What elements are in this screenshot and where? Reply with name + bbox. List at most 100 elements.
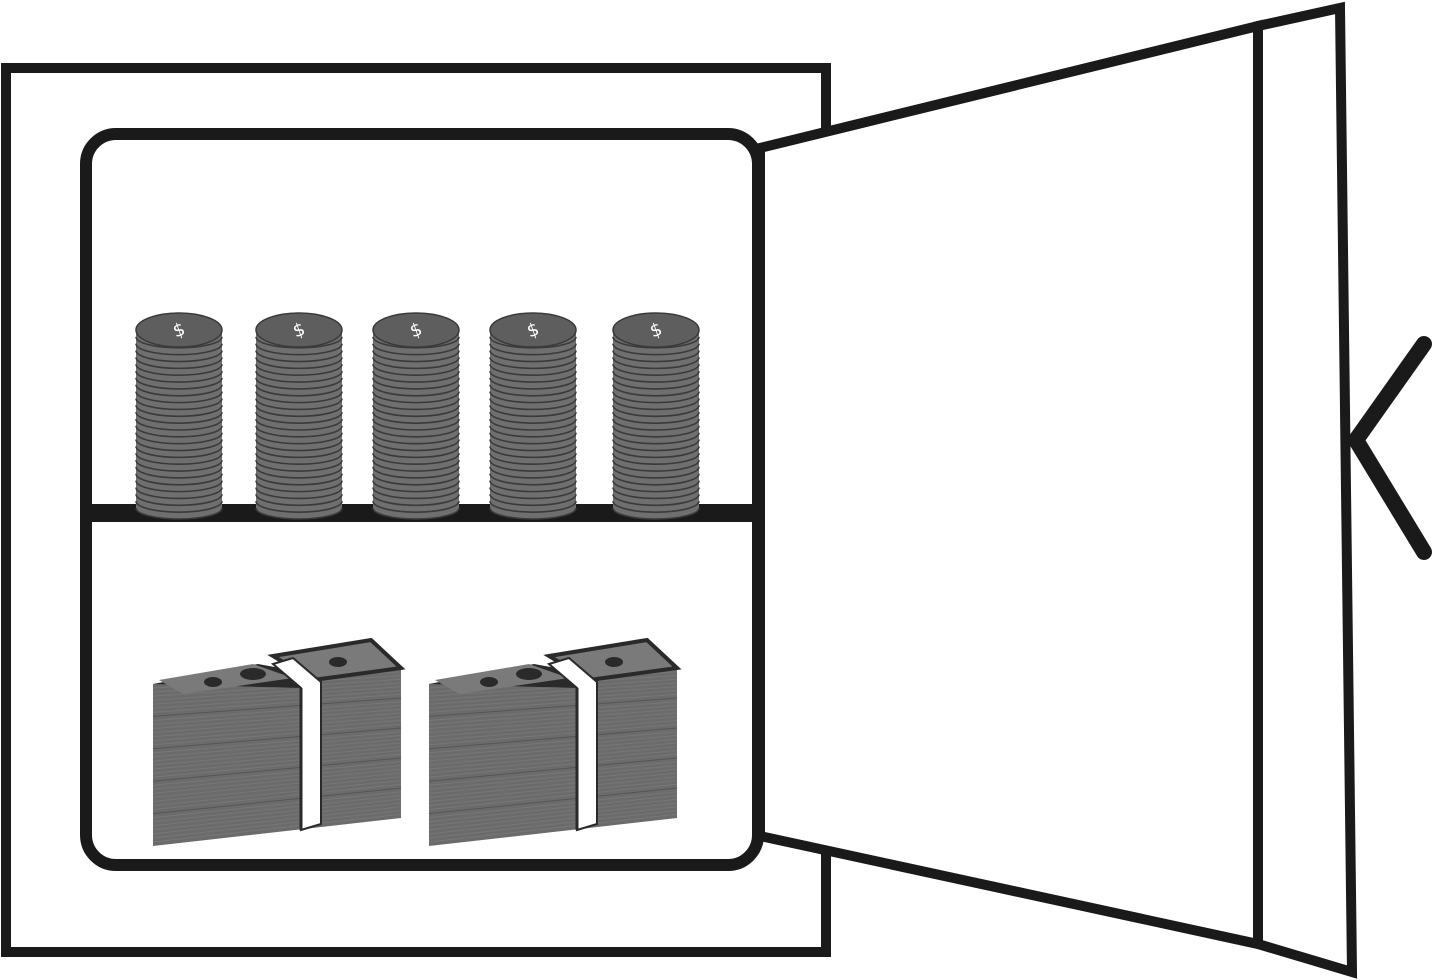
coin-stacks: $$$$$ (135, 312, 700, 520)
coin-edge-line (489, 343, 577, 356)
coin-edge-line (489, 500, 577, 513)
coin-edge-line (372, 350, 460, 363)
bill-edge-line (428, 776, 678, 802)
bill-edge-line (152, 731, 402, 754)
coin-stack: $ (612, 312, 700, 520)
bill-edge-line (152, 690, 402, 709)
coin-edge-line (255, 500, 343, 513)
bill-edge-line (152, 712, 402, 734)
bill-edge-line (428, 705, 678, 725)
coin-edge-line (135, 432, 223, 445)
bill-edge-line (152, 727, 402, 750)
coin-edge-line (612, 377, 700, 390)
coin-edge-line (372, 391, 460, 404)
bill-edge-line (428, 690, 678, 709)
bill-seal (204, 677, 222, 687)
coin-edge-line (135, 391, 223, 404)
bill-edge-line (428, 783, 678, 811)
coin-stack-base (256, 497, 342, 519)
safe-door[interactable] (755, 1, 1432, 979)
bill-edge-line (428, 738, 678, 762)
coin-edge-line (372, 480, 460, 493)
bill-edge-line (428, 772, 678, 798)
coin-edge-line (372, 336, 460, 349)
coin-edge-line (255, 432, 343, 445)
bill-edge-line (152, 802, 402, 831)
door-handle[interactable] (1348, 336, 1432, 560)
coin-edge-line (255, 459, 343, 472)
coin-edge-line (612, 446, 700, 459)
coin-stack-base (613, 497, 699, 519)
coin-edge-line (489, 377, 577, 390)
coin-edge-line (255, 425, 343, 438)
bill-edge-line (428, 780, 678, 806)
coin-edge-line (255, 398, 343, 411)
bill-edge-line (428, 795, 678, 823)
bill-edge-line (152, 708, 402, 730)
coin-edge-line (489, 425, 577, 438)
bill-edge-line (428, 746, 678, 770)
coin-edge-line (372, 364, 460, 377)
bill-edge-line (152, 768, 402, 794)
banknote-bundle (152, 637, 406, 846)
coin-stack: $ (489, 312, 577, 520)
coin-edge-line (255, 411, 343, 424)
coin-edge-line (135, 466, 223, 479)
coin-stack: $ (255, 312, 343, 520)
coin-top-face (372, 312, 460, 348)
bill-edge-line (152, 750, 402, 774)
bill-edge-line (428, 813, 678, 843)
coin-edge-line (489, 398, 577, 411)
coin-edge-line (255, 391, 343, 404)
coin-edge-line (255, 480, 343, 493)
coin-edge-line (489, 453, 577, 466)
bill-seal (480, 677, 498, 687)
coin-edge-line (255, 439, 343, 452)
coin-edge-line (612, 432, 700, 445)
coin-edge-line (489, 405, 577, 418)
coin-edge-line (372, 494, 460, 507)
coin-edge-line (255, 357, 343, 370)
coin-edge-line (372, 411, 460, 424)
door-edge (1253, 1, 1358, 979)
coin-edge-line (489, 480, 577, 493)
coin-edge-line (255, 494, 343, 507)
bill-edge-line (152, 746, 402, 770)
bill-edge-line (152, 798, 402, 827)
coin-edge-line (135, 480, 223, 493)
bill-edge-line (152, 697, 402, 717)
coin-edge-line (135, 500, 223, 513)
coin-edge-line (612, 500, 700, 513)
bill-edge-line (152, 735, 402, 758)
coin-edge-line (255, 487, 343, 500)
coin-edge-line (489, 439, 577, 452)
bill-edge-line (152, 742, 402, 766)
coin-edge-line (372, 432, 460, 445)
bill-edge-line (428, 753, 678, 778)
coin-edge-line (612, 398, 700, 411)
coin-edge-line (372, 377, 460, 390)
bill-edge-line (152, 753, 402, 778)
coin-edge-line (372, 405, 460, 418)
bill-portrait (516, 668, 542, 680)
coin-edge-line (612, 487, 700, 500)
bill-edge-line (152, 686, 402, 705)
coin-edge-line (372, 384, 460, 397)
bill-edge-line (152, 795, 402, 823)
bill-edge-line (428, 701, 678, 721)
coin-edge-line (135, 446, 223, 459)
coin-edge-line (255, 350, 343, 363)
coin-edge-line (612, 336, 700, 349)
bundle-body (153, 668, 401, 846)
coin-edge-line (489, 384, 577, 397)
bill-edge-line (428, 798, 678, 827)
coin-edge-line (489, 432, 577, 445)
bill-portrait (240, 668, 266, 680)
bill-edge-line (152, 701, 402, 721)
coin-edge-line (489, 364, 577, 377)
bill-edge-line (428, 723, 678, 746)
bill-edge-line (428, 686, 678, 705)
bill-edge-line (428, 697, 678, 717)
coin-edge-line (255, 446, 343, 459)
banknote-bundle (428, 637, 682, 846)
